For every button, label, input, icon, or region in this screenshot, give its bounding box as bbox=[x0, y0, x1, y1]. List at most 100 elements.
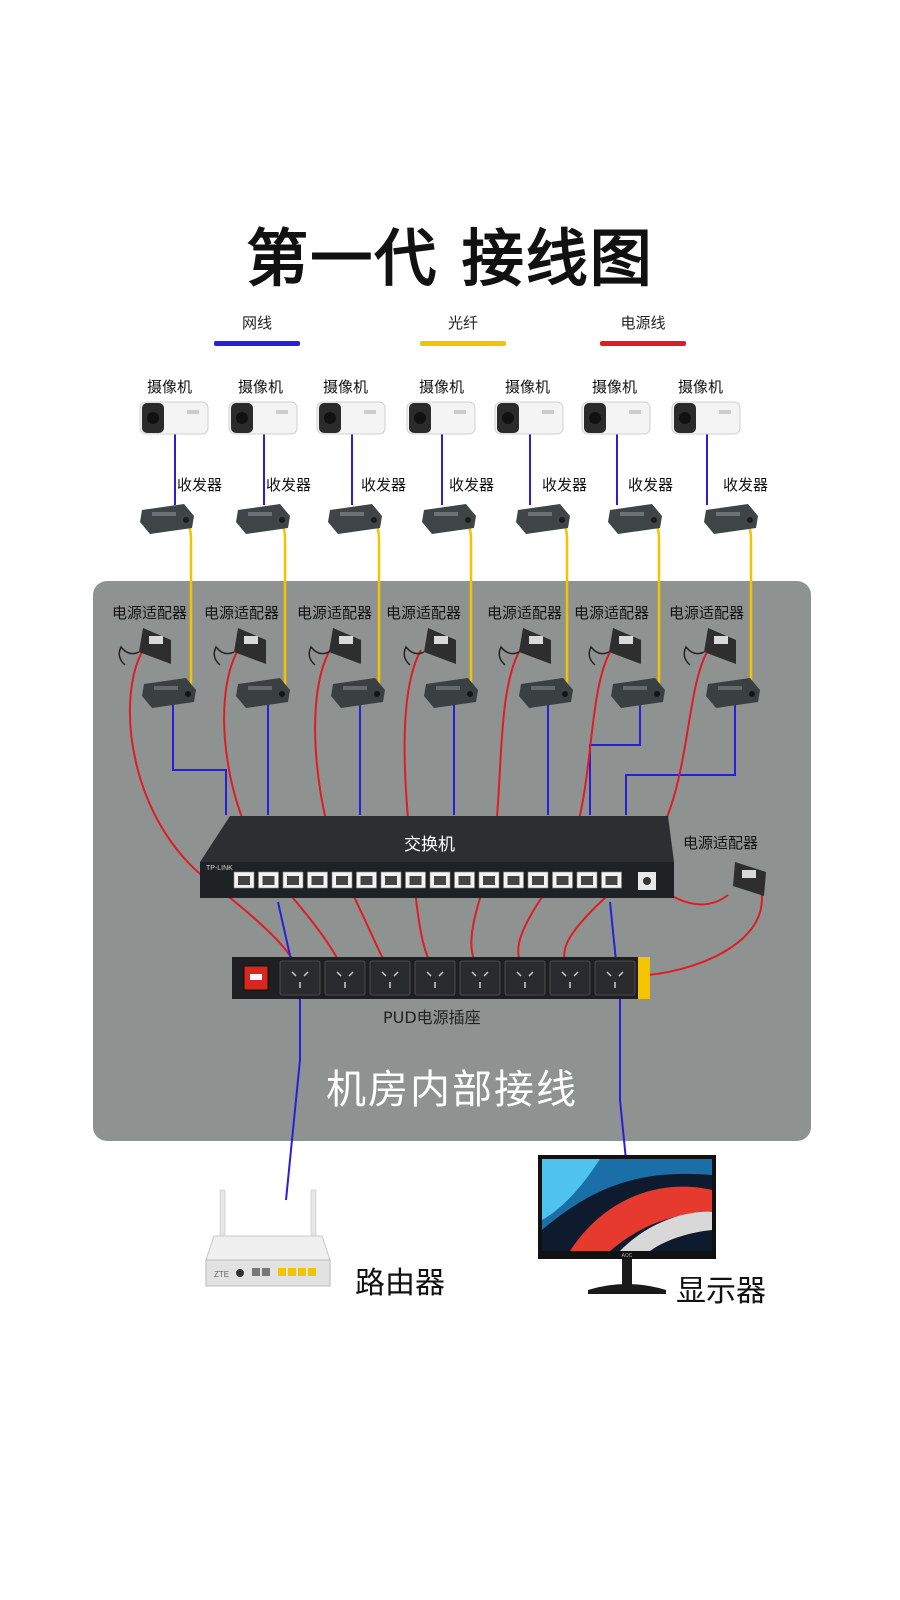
socket-pin bbox=[438, 971, 444, 977]
power-adapter-label: 电源适配器 bbox=[297, 604, 373, 622]
camera bbox=[406, 401, 476, 435]
transceiver bbox=[519, 678, 573, 708]
transceiver-vents bbox=[623, 686, 647, 690]
transceiver-vents bbox=[620, 512, 644, 516]
legend-power: 电源线 bbox=[600, 312, 686, 346]
camera-badge bbox=[629, 410, 641, 414]
power-adapter bbox=[683, 628, 736, 666]
router-phone-port bbox=[252, 1268, 260, 1276]
power-adapter bbox=[498, 628, 551, 666]
socket-pin bbox=[336, 971, 342, 977]
pdu-socket bbox=[549, 960, 591, 996]
transceiver-body bbox=[706, 678, 760, 708]
fiber-port bbox=[279, 691, 285, 697]
port-socket bbox=[458, 876, 471, 885]
cable-layer bbox=[128, 432, 763, 1201]
adapter-body bbox=[234, 628, 266, 664]
adapter-body bbox=[424, 628, 456, 664]
adapter-sticker bbox=[434, 636, 448, 644]
power-cable bbox=[470, 649, 521, 973]
camera-lens bbox=[679, 412, 691, 424]
transceiver-body bbox=[608, 504, 662, 534]
transceiver bbox=[706, 678, 760, 708]
adapter-cord bbox=[118, 645, 140, 666]
camera bbox=[316, 401, 386, 435]
fiber-port bbox=[374, 691, 380, 697]
adapter-sticker bbox=[149, 636, 163, 644]
port-socket bbox=[238, 876, 250, 885]
pdu-switch-mark bbox=[250, 974, 262, 980]
adapter-body bbox=[609, 628, 641, 664]
adapter-cord bbox=[498, 645, 520, 666]
pdu-socket bbox=[324, 960, 366, 996]
camera-label: 摄像机 bbox=[238, 378, 284, 396]
port-socket bbox=[507, 876, 520, 885]
transceiver-label: 收发器 bbox=[542, 476, 588, 494]
adapter-body bbox=[329, 628, 361, 664]
transceiver-body bbox=[519, 678, 573, 708]
transceiver-vents bbox=[248, 512, 272, 516]
transceiver bbox=[140, 504, 194, 534]
adapter-cord bbox=[683, 645, 705, 666]
camera bbox=[139, 401, 209, 435]
camera-label: 摄像机 bbox=[323, 378, 369, 396]
fiber-cable bbox=[464, 519, 473, 688]
fiber-port bbox=[562, 691, 568, 697]
adapter-cord bbox=[588, 645, 610, 666]
switch-power-adapter bbox=[733, 862, 766, 896]
power-cable bbox=[128, 649, 301, 973]
power-adapter-label: 电源适配器 bbox=[112, 604, 188, 622]
socket-pin bbox=[573, 971, 579, 977]
power-adapter bbox=[118, 628, 171, 666]
monitor-neck bbox=[622, 1259, 632, 1285]
monitor-brand-logo: AOC bbox=[622, 1253, 633, 1259]
socket-pin bbox=[303, 971, 309, 977]
port-socket bbox=[360, 876, 373, 885]
transceiver-vents bbox=[340, 512, 364, 516]
camera-label: 摄像机 bbox=[505, 378, 551, 396]
adapter-sticker bbox=[529, 636, 543, 644]
legend-network-line bbox=[214, 341, 300, 346]
socket-pin bbox=[606, 971, 612, 977]
port-socket bbox=[262, 876, 275, 885]
transceiver-body bbox=[236, 678, 290, 708]
adapter-cord bbox=[213, 645, 235, 666]
camera-label: 摄像机 bbox=[147, 378, 193, 396]
camera-lens bbox=[589, 412, 601, 424]
router-lan-port bbox=[308, 1268, 316, 1276]
fiber-port bbox=[185, 691, 191, 697]
transceiver bbox=[608, 504, 662, 534]
legend-network-label: 网线 bbox=[241, 314, 272, 332]
monitor: AOC bbox=[538, 1155, 716, 1294]
transceiver-vents bbox=[531, 686, 555, 690]
transceiver-vents bbox=[248, 686, 272, 690]
socket-pin bbox=[426, 971, 432, 977]
diagram-title: 第一代 接线图 bbox=[246, 222, 654, 295]
adapter-sticker bbox=[742, 870, 756, 878]
port-socket bbox=[605, 876, 618, 885]
fiber-port bbox=[279, 517, 285, 523]
camera-badge bbox=[276, 410, 288, 414]
transceiver-label: 收发器 bbox=[628, 476, 674, 494]
adapter-body bbox=[733, 862, 766, 896]
transceiver bbox=[236, 504, 290, 534]
transceiver-body bbox=[611, 678, 665, 708]
router-lan-port bbox=[278, 1268, 286, 1276]
router-button bbox=[236, 1269, 244, 1277]
socket-pin bbox=[483, 971, 489, 977]
transceiver-vents bbox=[528, 512, 552, 516]
camera-lens bbox=[414, 412, 426, 424]
camera bbox=[494, 401, 564, 435]
power-adapter-label: 电源适配器 bbox=[386, 604, 462, 622]
wallpaper-shape bbox=[620, 1211, 712, 1251]
power-adapter bbox=[403, 628, 456, 666]
legend-power-label: 电源线 bbox=[620, 314, 666, 332]
network-cable bbox=[589, 700, 641, 815]
fiber-port bbox=[749, 691, 755, 697]
socket-pin bbox=[381, 971, 387, 977]
legend-network: 网线 bbox=[214, 312, 300, 346]
fiber-port bbox=[559, 517, 565, 523]
port-socket bbox=[532, 876, 544, 885]
legend-fiber-label: 光纤 bbox=[447, 314, 478, 332]
